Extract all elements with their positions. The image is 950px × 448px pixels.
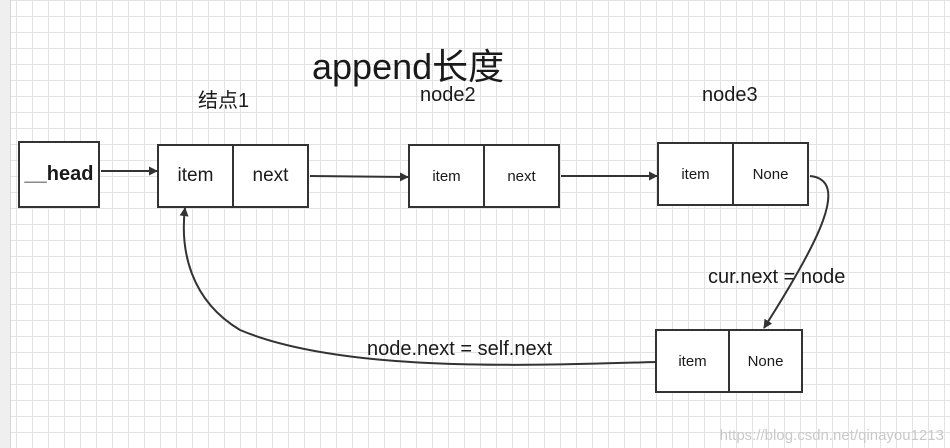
new-node-item: item — [678, 352, 707, 370]
node3-item: item — [681, 165, 710, 183]
node3-label: node3 — [702, 84, 758, 106]
node-next-label: node.next = self.next — [367, 338, 553, 360]
cur-next-arrow — [763, 175, 830, 329]
node1-label: 结点1 — [198, 90, 250, 112]
cur-next-label: cur.next = node — [708, 266, 846, 288]
node3-box: item None — [657, 142, 809, 206]
watermark-text: https://blog.csdn.net/qinayou1213 — [719, 427, 944, 444]
node2-next: next — [483, 146, 558, 206]
new-node-box: item None — [655, 329, 803, 393]
node1-item: item — [177, 165, 214, 186]
node2-box: item next — [408, 144, 560, 208]
node2-item: item — [432, 167, 461, 185]
node-next-arrow — [179, 207, 656, 366]
node2-label: node2 — [420, 84, 476, 106]
node1-to-node2-arrow — [309, 172, 409, 182]
left-panel-edge — [0, 0, 11, 448]
diagram-title: append长度 — [312, 46, 505, 87]
node1-next: next — [232, 146, 307, 206]
node1-box: item next — [157, 144, 309, 208]
head-box: __head — [18, 141, 100, 208]
new-node-next: None — [728, 331, 801, 391]
node3-next: None — [732, 144, 807, 204]
